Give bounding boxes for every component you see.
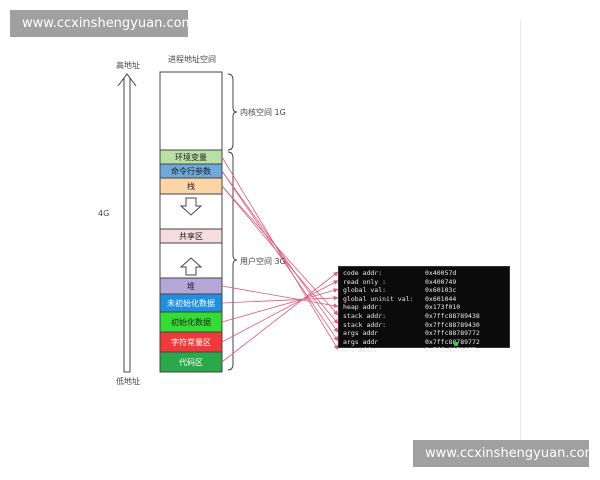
terminal-row: read only : 0x400749 [343,278,505,287]
connector-stack [221,185,339,316]
terminal-row-label: stack addr: [343,311,387,320]
segment-label-code: 代码区 [179,357,203,367]
user-brace [227,151,238,371]
terminal-row: code addr: 0x40057d [343,269,505,278]
terminal-row-label: env addr: [343,346,379,355]
address-arrow [117,73,137,373]
kernel-brace [227,73,238,151]
address-connectors [221,156,339,363]
heap-grow-arrow [179,257,203,276]
segment-label-stack: 栈 [187,181,195,191]
stack-grow-arrow [179,197,203,216]
connector-args [221,170,339,342]
segment-label-args: 命令行参数 [171,166,211,176]
connector-env [221,156,339,350]
terminal-cursor [454,342,458,346]
terminal-row: global val: 0x60103c [343,286,505,295]
low-address-label: 低地址 [116,377,140,386]
high-address-label: 高地址 [116,61,140,70]
terminal-row: heap addr: 0x173f010 [343,303,505,312]
kernel-space-label: 内核空间 1G [240,108,286,117]
segment-label-rodata: 字符常量区 [171,337,211,347]
connector-stack [221,185,339,324]
terminal-row-value: 0x7ffc88789772 [425,337,480,346]
total-size-label: 4G [98,209,110,218]
terminal-row: args addr 0x7ffc88789772 [343,329,505,338]
diagram-title: 进程地址空间 [168,55,216,64]
terminal-row: env addr: 0x7ffc8878977e [343,346,505,355]
segment-label-env: 环境变量 [175,152,207,162]
connector-heap [221,285,339,309]
terminal-row-value: 0x400749 [425,277,457,286]
terminal-row-label: code addr: [343,269,383,277]
connector-args [221,170,339,333]
terminal-row: args addr 0x7ffc88789772 [343,338,505,347]
terminal-row-value: 0x7ffc8878977e [425,346,480,355]
watermark-top: www.ccxinshengyuan.com [10,10,194,37]
terminal-row-label: args addr [343,329,379,338]
connector-code [221,271,339,363]
segment-label-shared: 共享区 [179,231,203,241]
terminal-row-value: 0x7ffc88789772 [425,329,480,338]
kernel-region [159,71,223,151]
segment-label-bss: 未初始化数据 [167,298,215,308]
terminal-row-label: read only : [343,277,387,286]
terminal-row-label: heap addr: [343,303,383,312]
watermark-bottom: www.ccxinshengyuan.com [413,440,597,467]
terminal-row-value: 0x601044 [425,294,457,303]
terminal-row-label: stack addr: [343,320,387,329]
terminal-row: global uninit val: 0x601044 [343,295,505,304]
terminal-row-label: global uninit val: [343,294,414,303]
terminal-row-value: 0x7ffc88789438 [425,311,480,320]
terminal-row-label: args addr [343,337,379,346]
terminal-row-label: global val: [343,286,387,295]
terminal-row: stack addr: 0x7ffc88789430 [343,321,505,330]
terminal-row-value: 0x7ffc88789430 [425,320,480,329]
connector-bss [221,295,339,304]
terminal-row-value: 0x173f010 [425,303,461,312]
terminal-row-value: 0x40057d [425,269,457,277]
user-space-label: 用户空间 3G [240,257,286,266]
segment-label-heap: 堆 [187,281,195,291]
connector-rodata [221,280,339,343]
terminal-row-value: 0x60103c [425,286,457,295]
segment-label-data: 初始化数据 [171,317,211,327]
page-divider [520,20,521,440]
connector-data [221,288,339,323]
terminal-row: stack addr: 0x7ffc88789438 [343,312,505,321]
segment-shared [159,228,223,244]
